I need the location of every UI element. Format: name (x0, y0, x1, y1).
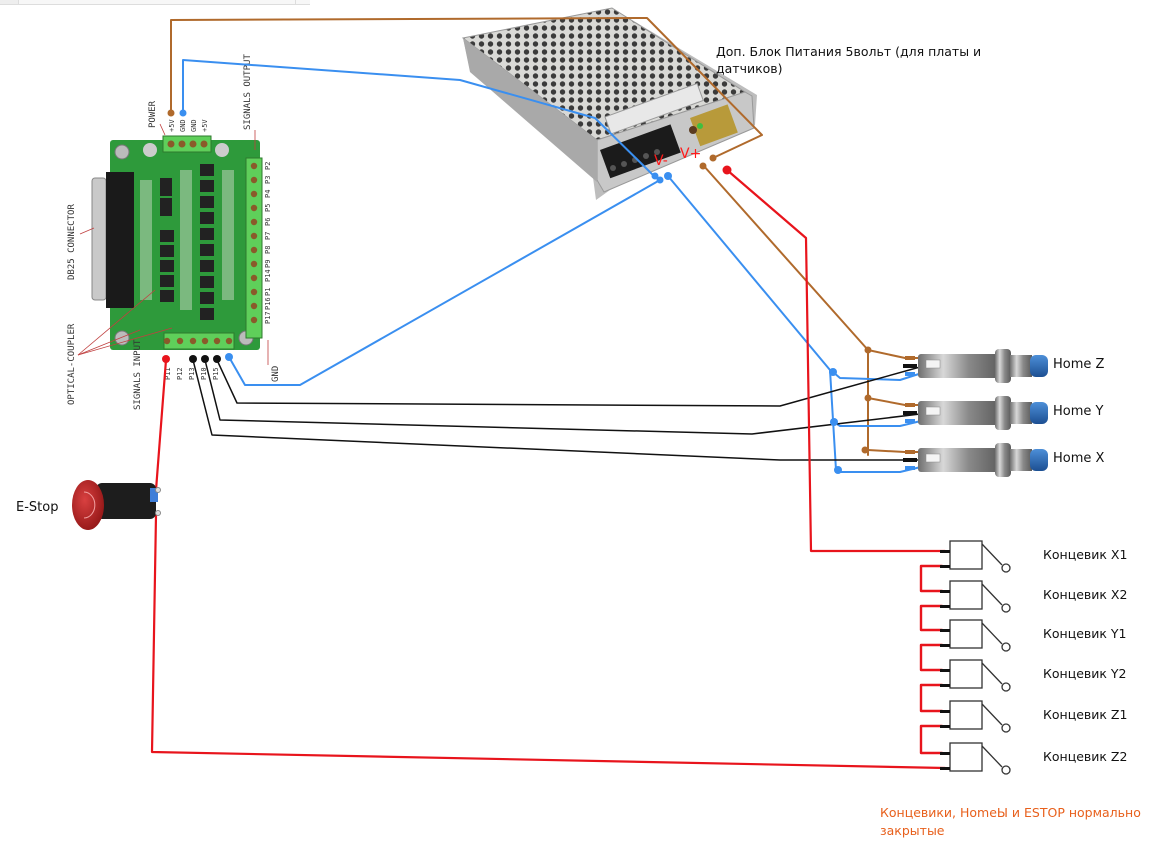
wire-brown-board-psu (170, 17, 763, 159)
wire-red-jumper (919, 724, 944, 755)
output-pin-label: P14 (264, 269, 272, 282)
wire-red-jumper (919, 564, 944, 593)
wire-brown-z (867, 349, 926, 359)
output-pin-label: P16 (264, 297, 272, 310)
psu-terminal-block (600, 124, 681, 179)
limit-switch (940, 659, 1011, 692)
db25-connector (91, 177, 107, 301)
wire-red-jumper (919, 643, 944, 672)
input-pin-label: P11 (164, 367, 172, 380)
wire-brown-x (867, 449, 926, 453)
limit-switch (940, 619, 1011, 652)
psu-terminal-plus-label: V+ (680, 146, 701, 162)
psu-label: Доп. Блок Питания 5вольт (для платы и да… (716, 44, 982, 76)
input-pin-label: P10 (200, 367, 208, 380)
limit-switch (940, 742, 1011, 775)
power-pin-label: GND (190, 119, 198, 132)
limit-switch-label: Концевик X2 (1043, 587, 1128, 602)
estop-button (72, 480, 161, 530)
limit-switch (940, 580, 1011, 613)
output-pin-label: P2 (264, 162, 272, 170)
breakout-board: POWER SIGNALS OUTPUT DB25 CONNECTOR OPTI… (67, 54, 281, 410)
output-pin-label: P8 (264, 246, 272, 254)
power-terminal-block (162, 135, 212, 153)
inductive-sensor (903, 443, 1048, 477)
output-pin-label: P3 (264, 176, 272, 184)
output-pin-label: P1 (264, 288, 272, 296)
limit-switch (940, 700, 1011, 733)
connection-dots (162, 109, 872, 474)
input-pin-label: P15 (212, 367, 220, 380)
power-pin-label: +5V (201, 119, 209, 132)
wire-blue-board-psu (182, 59, 656, 178)
limit-switch-label: Концевик Z1 (1043, 707, 1128, 722)
input-terminal-block (163, 332, 235, 350)
psu-terminal-minus-label: V- (654, 153, 668, 169)
wire-red-jumper (919, 683, 944, 713)
output-pin-label: P5 (264, 204, 272, 212)
limit-switch-label: Концевик Y2 (1043, 666, 1127, 681)
limit-switch (940, 540, 1011, 573)
limit-switch-label: Концевик Z2 (1043, 749, 1128, 764)
output-pin-label: P9 (264, 260, 272, 268)
input-pin-label: P13 (188, 367, 196, 380)
output-pin-label: P7 (264, 232, 272, 240)
wire-red-jumper (919, 604, 944, 632)
output-pin-label: P4 (264, 190, 272, 198)
power-label: POWER (148, 100, 158, 128)
output-pin-label: P6 (264, 218, 272, 226)
optical-coupler-label: OPTICAL-COUPLER (67, 323, 77, 405)
limit-switch-label: Концевик X1 (1043, 547, 1128, 562)
power-supply: V- V+ (461, 7, 757, 200)
wire-blue-board-gnd (228, 179, 661, 386)
wire-black-p15 (216, 359, 921, 407)
signals-input-label: SIGNALS INPUT (133, 339, 143, 410)
db25-label: DB25 CONNECTOR (67, 204, 77, 280)
wire-black-p13 (192, 359, 921, 461)
wire-red-estop-limits (150, 513, 947, 770)
wire-brown-psu-sensors (702, 164, 869, 456)
limit-switch-label: Концевик Y1 (1043, 626, 1127, 641)
sensor-label: Home Z (1053, 357, 1105, 372)
wire-red-board-estop (154, 358, 168, 492)
normally-closed-note: Концевики, HomeЫ и ESTOP нормально закры… (880, 805, 1141, 838)
estop-label: E-Stop (16, 500, 59, 515)
input-pin-label: P12 (176, 367, 184, 380)
wire-brown-y (867, 397, 926, 406)
sensor-label: Home Y (1053, 404, 1104, 419)
power-pin-label: GND (179, 119, 187, 132)
signals-output-label: SIGNALS OUTPUT (243, 54, 253, 130)
wire-red-psu-limits (725, 168, 947, 553)
output-pin-label: P17 (264, 311, 272, 324)
inductive-sensor (903, 396, 1048, 430)
power-pin-label: +5V (168, 119, 176, 132)
browser-bar-fragment (0, 0, 310, 5)
inductive-sensor (903, 349, 1048, 383)
sensor-label: Home X (1053, 451, 1105, 466)
gnd-label: GND (271, 366, 281, 382)
